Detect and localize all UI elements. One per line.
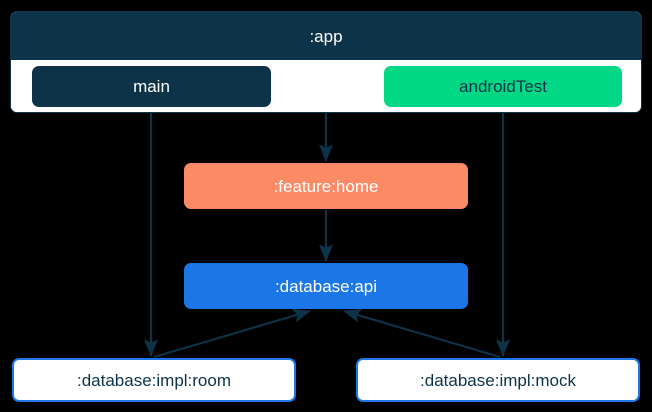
node-database-impl-room-label: :database:impl:room xyxy=(76,370,232,390)
cluster-app-body: main androidTest xyxy=(11,60,641,112)
node-feature-home-label: :feature:home xyxy=(273,176,379,196)
node-database-impl-mock[interactable]: :database:impl:mock xyxy=(356,358,640,402)
node-database-api-label: :database:api xyxy=(274,276,378,296)
node-androidtest-label: androidTest xyxy=(459,77,547,96)
node-main-label: main xyxy=(133,77,170,96)
edge-database-impl-room-to-database-api xyxy=(153,308,311,359)
node-androidtest[interactable]: androidTest xyxy=(384,66,622,107)
edge-database-impl-mock-to-database-api xyxy=(343,308,501,359)
node-database-impl-mock-label: :database:impl:mock xyxy=(420,370,576,390)
cluster-app[interactable]: :app main androidTest xyxy=(10,11,642,113)
node-main[interactable]: main xyxy=(32,66,271,107)
node-database-api[interactable]: :database:api xyxy=(184,263,468,309)
node-database-impl-room[interactable]: :database:impl:room xyxy=(12,358,296,402)
cluster-app-label: :app xyxy=(11,12,641,60)
node-feature-home[interactable]: :feature:home xyxy=(184,163,468,209)
